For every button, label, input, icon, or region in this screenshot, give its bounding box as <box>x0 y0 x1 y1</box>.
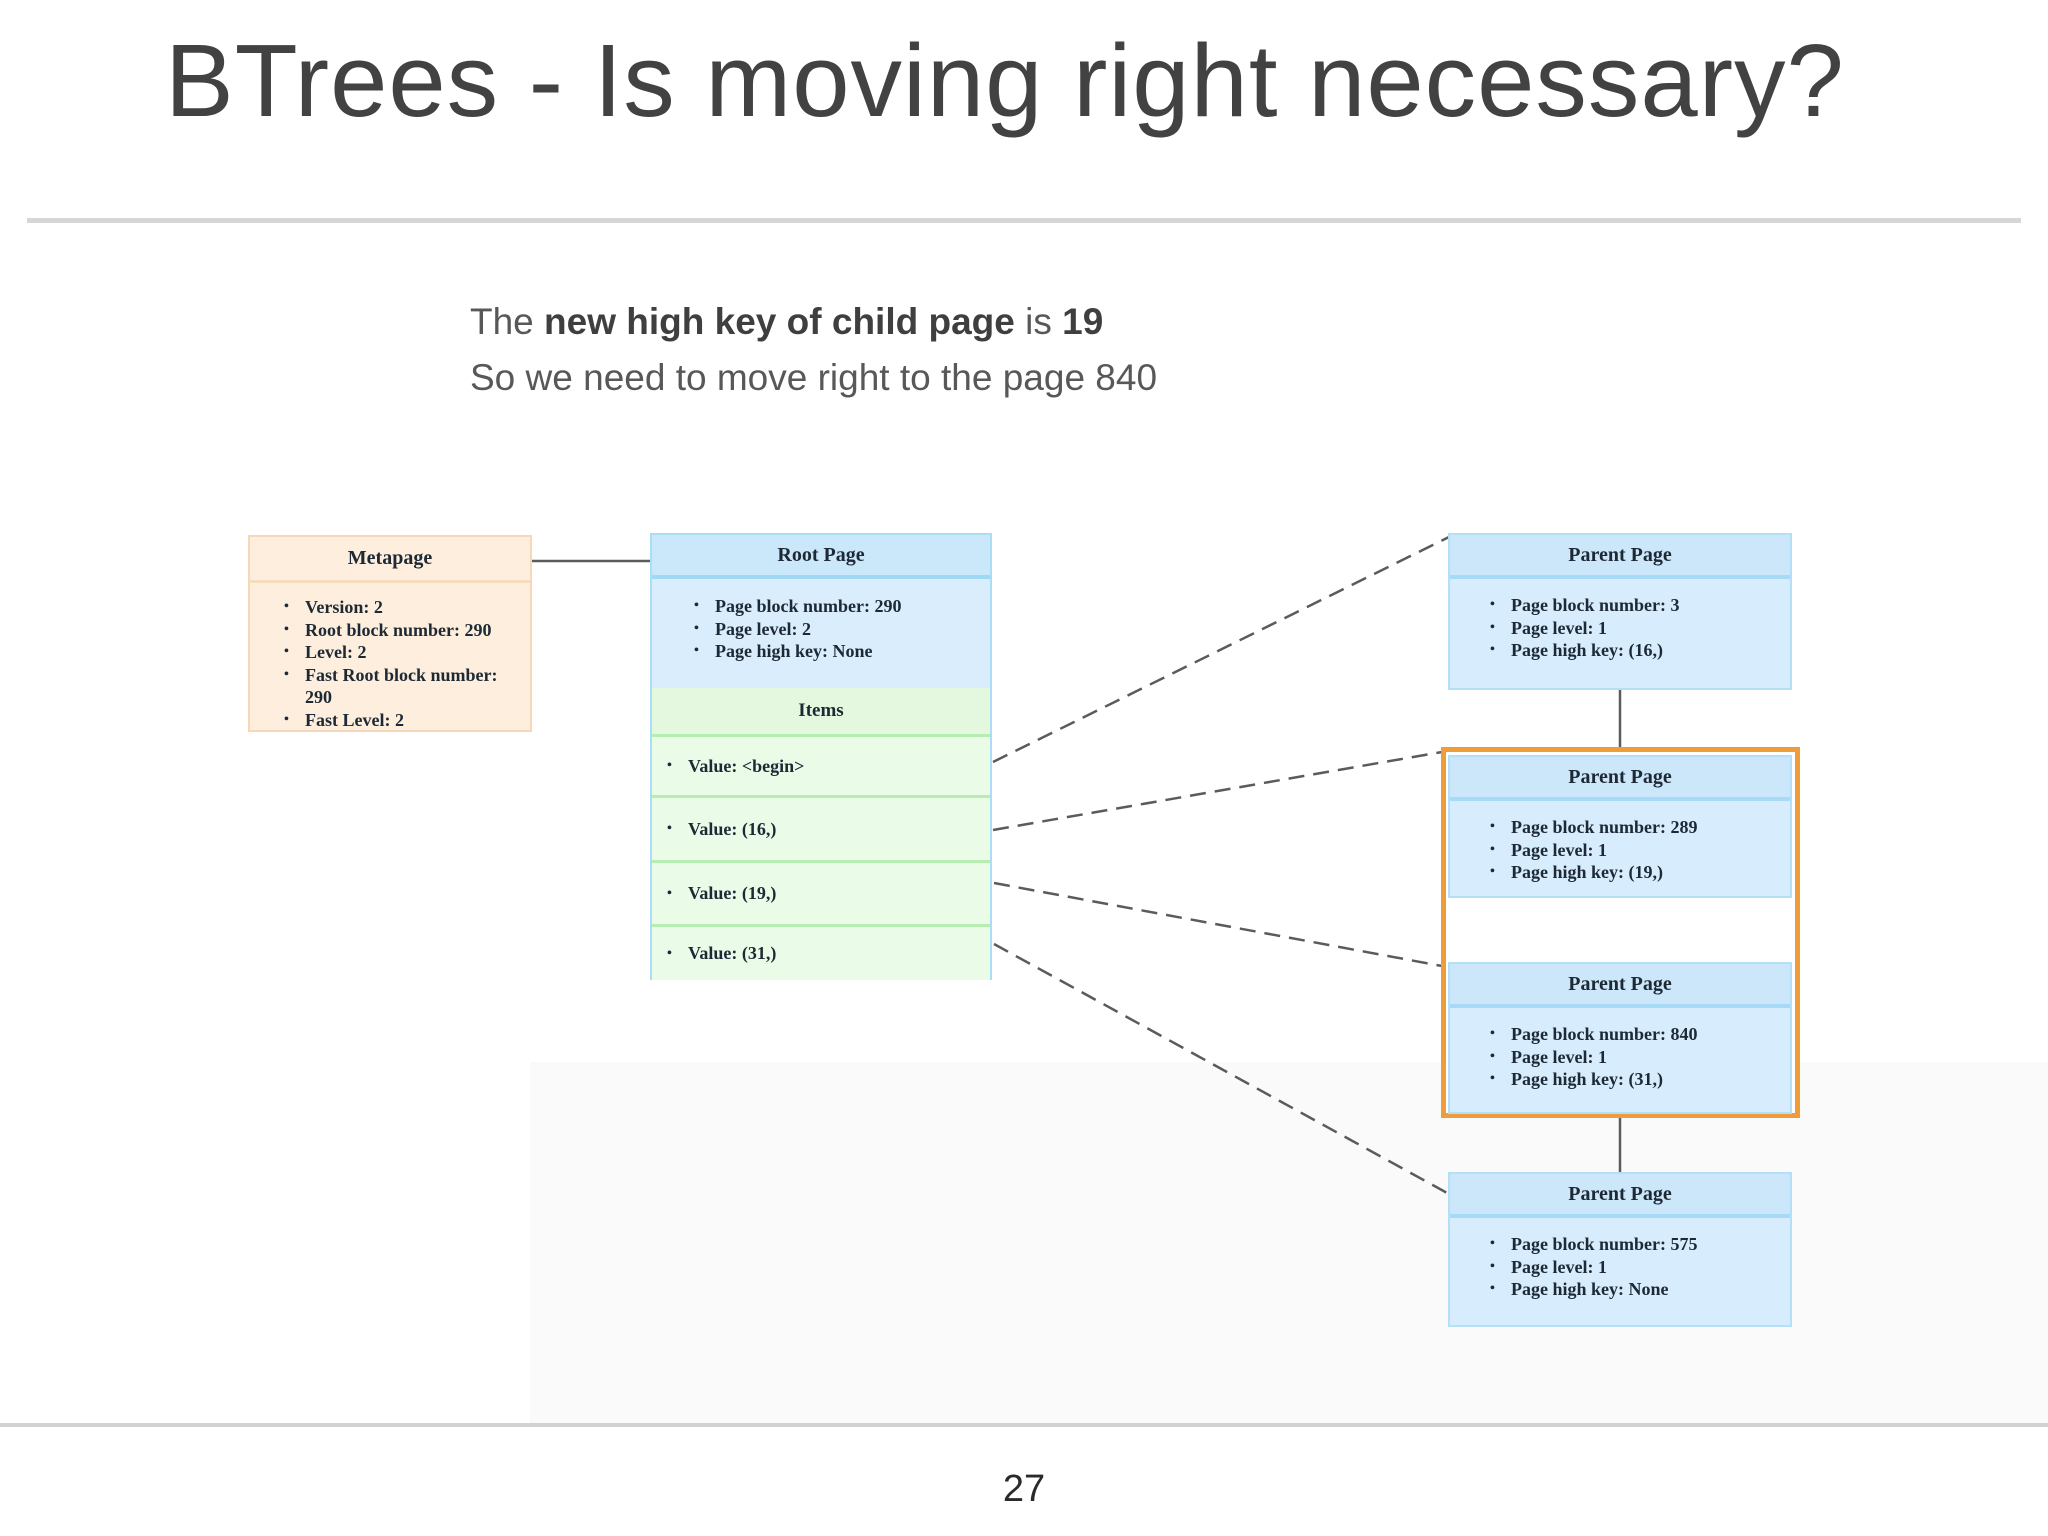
parent-page-title: Parent Page <box>1450 964 1790 1008</box>
items-section-title: Items <box>652 688 990 737</box>
parent-page-props-list: Page block number: 3 Page level: 1 Page … <box>1450 579 1790 662</box>
parent-page-props-list: Page block number: 840 Page level: 1 Pag… <box>1450 1008 1790 1091</box>
root-page-prop: Page level: 2 <box>688 618 986 641</box>
parent-page-prop: Page block number: 3 <box>1484 594 1786 617</box>
metapage-item: Fast Root block number: 290 <box>278 664 524 709</box>
metapage-title: Metapage <box>250 537 530 583</box>
parent-page-title: Parent Page <box>1450 1174 1790 1218</box>
connector-item2-parent2 <box>992 750 1443 832</box>
root-page-props: Page block number: 290 Page level: 2 Pag… <box>652 579 990 688</box>
parent-page-box-840: Parent Page Page block number: 840 Page … <box>1448 962 1792 1114</box>
parent-page-props-list: Page block number: 575 Page level: 1 Pag… <box>1450 1218 1790 1301</box>
connector-item1-parent1 <box>992 535 1450 764</box>
parent-page-prop: Page high key: (19,) <box>1484 861 1786 884</box>
parent-page-props-list: Page block number: 289 Page level: 1 Pag… <box>1450 801 1790 884</box>
footer-divider <box>0 1423 2048 1427</box>
parent-page-box-289: Parent Page Page block number: 289 Page … <box>1448 755 1792 898</box>
parent-page-prop: Page high key: (16,) <box>1484 639 1786 662</box>
connector-item3-parent3 <box>993 881 1443 968</box>
parent-page-prop: Page high key: None <box>1484 1278 1786 1301</box>
callout-line-1: The new high key of child page is 19 <box>470 294 1157 350</box>
parent-page-box-3: Parent Page Page block number: 3 Page le… <box>1448 533 1792 690</box>
parent-page-title: Parent Page <box>1450 757 1790 801</box>
background-tint <box>530 1062 2048 1424</box>
metapage-list: Version: 2 Root block number: 290 Level:… <box>250 583 530 731</box>
parent-page-prop: Page block number: 840 <box>1484 1023 1786 1046</box>
item-row: Value: (19,) <box>652 860 990 924</box>
item-row: Value: (31,) <box>652 924 990 980</box>
metapage-item: Level: 2 <box>278 641 524 664</box>
parent-page-title: Parent Page <box>1450 535 1790 579</box>
page-number: 27 <box>1002 1468 1046 1510</box>
callout-line-2: So we need to move right to the page 840 <box>470 357 1158 398</box>
parent-page-prop: Page level: 1 <box>1484 1256 1786 1279</box>
callout-line1-pre: The <box>470 301 545 342</box>
root-page-title: Root Page <box>652 535 990 579</box>
parent-page-prop: Page block number: 289 <box>1484 816 1786 839</box>
connector-item4-parent4 <box>993 942 1450 1196</box>
item-row: Value: (16,) <box>652 795 990 860</box>
item-row: Value: <begin> <box>652 737 990 795</box>
root-page-prop: Page high key: None <box>688 640 986 663</box>
parent-page-prop: Page level: 1 <box>1484 1046 1786 1069</box>
metapage-item: Fast Level: 2 <box>278 709 524 732</box>
callout-line1-mid: is <box>1014 301 1063 342</box>
metapage-box: Metapage Version: 2 Root block number: 2… <box>248 535 532 732</box>
title-divider <box>27 218 2021 223</box>
root-page-box: Root Page Page block number: 290 Page le… <box>650 533 992 980</box>
callout-line1-bold: new high key of child page <box>544 301 1015 342</box>
metapage-item: Root block number: 290 <box>278 619 524 642</box>
slide-title: BTrees - Is moving right necessary? <box>165 23 1845 138</box>
callout-line1-value: 19 <box>1062 301 1104 342</box>
parent-page-prop: Page level: 1 <box>1484 839 1786 862</box>
callout-text: The new high key of child page is 19 So … <box>470 294 1157 406</box>
metapage-item: Version: 2 <box>278 596 524 619</box>
root-page-prop: Page block number: 290 <box>688 595 986 618</box>
parent-page-prop: Page block number: 575 <box>1484 1233 1786 1256</box>
parent-page-prop: Page high key: (31,) <box>1484 1068 1786 1091</box>
root-page-props-list: Page block number: 290 Page level: 2 Pag… <box>652 579 990 663</box>
parent-page-box-575: Parent Page Page block number: 575 Page … <box>1448 1172 1792 1327</box>
parent-page-prop: Page level: 1 <box>1484 617 1786 640</box>
items-section: Value: <begin> Value: (16,) Value: (19,)… <box>652 737 990 980</box>
